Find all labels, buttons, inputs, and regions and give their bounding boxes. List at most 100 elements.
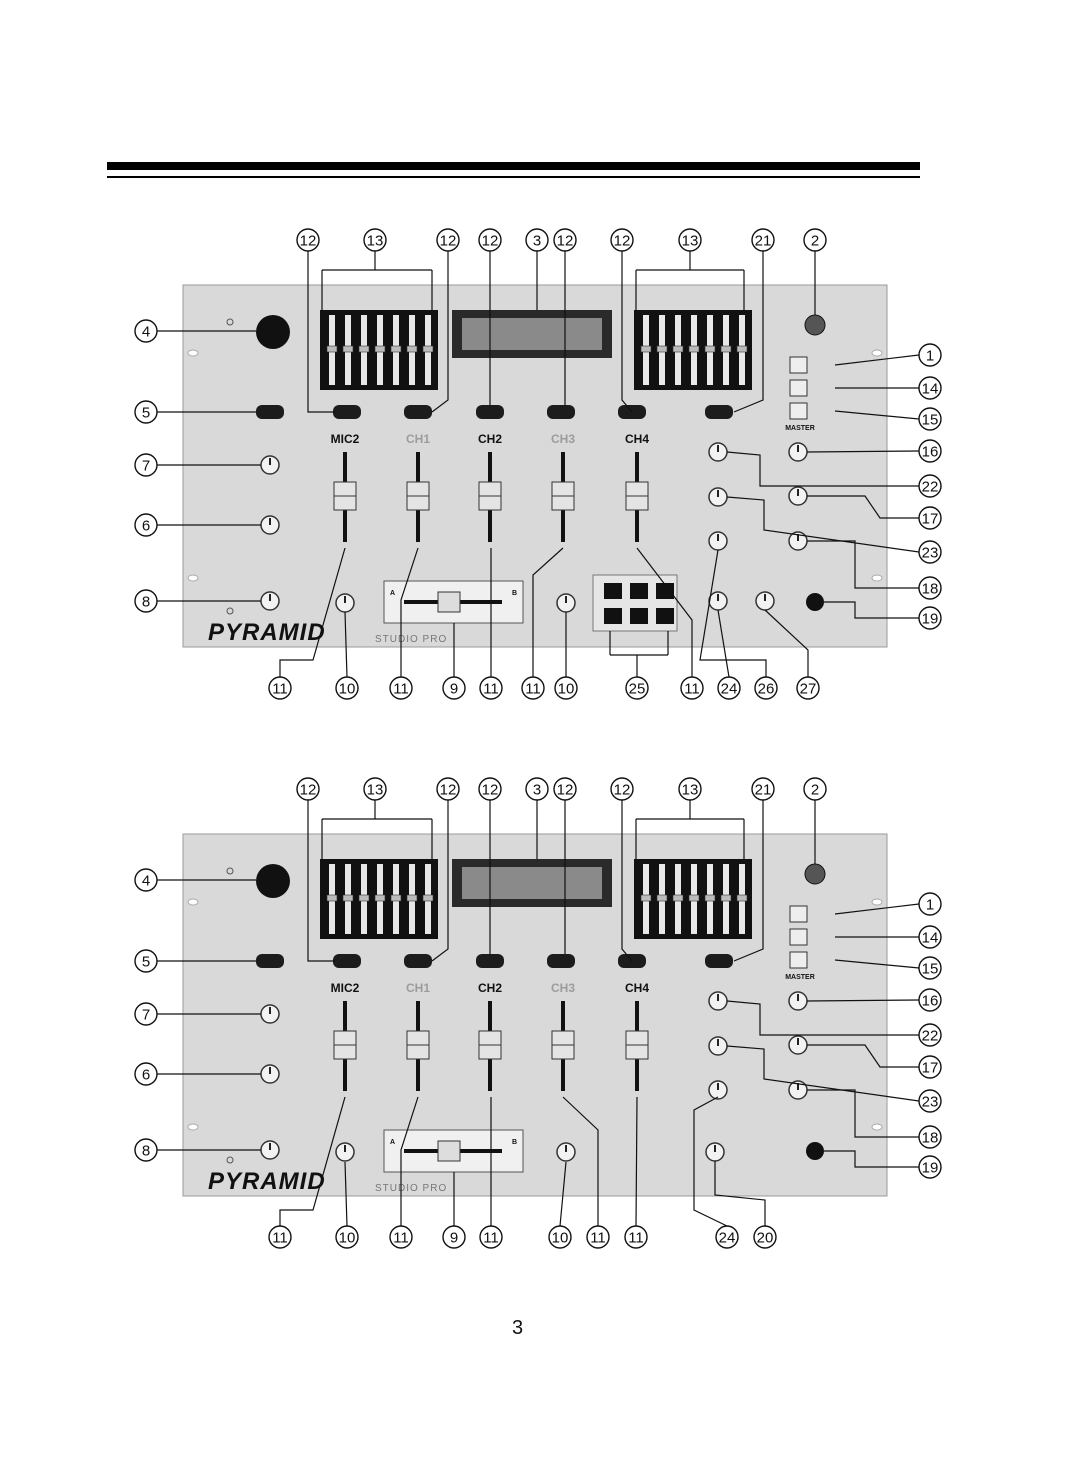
eq-slider: [736, 894, 748, 902]
leader-line: [807, 1089, 919, 1138]
callout-number: 12: [300, 233, 317, 250]
callout-number: 26: [758, 681, 775, 698]
eq-slider: [326, 345, 338, 353]
brand-subtitle: STUDIO PRO: [375, 1183, 447, 1194]
leader-line: [431, 251, 449, 413]
eq-slider: [390, 894, 402, 902]
callout-number: 11: [393, 1230, 409, 1247]
callout-number: 23: [922, 1094, 939, 1111]
screw: [226, 1156, 234, 1164]
leader-line: [806, 999, 920, 1002]
headphone-jack: [804, 314, 826, 336]
eq-slider: [656, 345, 668, 353]
toggle-switch: [705, 954, 733, 968]
callout-number: 10: [339, 1230, 356, 1247]
callout-number: 16: [922, 993, 939, 1010]
callout-number: 21: [755, 782, 772, 799]
leader-line: [636, 547, 693, 677]
callout-number: 11: [483, 1230, 499, 1247]
eq-slider: [358, 894, 370, 902]
eq-slider: [656, 894, 668, 902]
callout-number: 27: [800, 681, 817, 698]
callout-number: 15: [922, 961, 939, 978]
callout-number: 12: [557, 233, 574, 250]
callout-number: 23: [922, 545, 939, 562]
callout-number: 11: [684, 681, 700, 698]
eq-slider: [342, 345, 354, 353]
eq-slider: [390, 345, 402, 353]
eq-slider: [374, 894, 386, 902]
function-button: [789, 379, 808, 397]
eq-slider: [688, 894, 700, 902]
sampler-pad: [604, 608, 622, 624]
eq-slider: [326, 894, 338, 902]
leader-line: [400, 1096, 419, 1226]
callout-number: 4: [142, 324, 150, 341]
callout-number: 12: [440, 782, 457, 799]
callout-number: 5: [142, 405, 150, 422]
callout-number: 9: [450, 1230, 458, 1247]
channel-label-mic2: MIC2: [331, 981, 360, 995]
channel-label-ch4: CH4: [625, 981, 649, 995]
toggle-switch: [256, 405, 284, 419]
channel-label-ch2: CH2: [478, 432, 502, 446]
leader-line: [733, 800, 764, 962]
sampler-pad: [656, 583, 674, 599]
leader-line: [559, 1161, 567, 1227]
function-button: [789, 951, 808, 969]
eq-slider: [640, 345, 652, 353]
callout-number: 13: [682, 782, 699, 799]
channel-label-ch3: CH3: [551, 432, 575, 446]
rack-hole: [187, 574, 199, 582]
channel-label-ch1: CH1: [406, 981, 430, 995]
callout-number: 10: [339, 681, 356, 698]
toggle-switch: [404, 405, 432, 419]
callout-number: 1: [926, 897, 934, 914]
callout-number: 17: [922, 1060, 939, 1077]
function-button: [789, 356, 808, 374]
callout-number: 7: [142, 458, 150, 475]
callout-number: 2: [811, 233, 819, 250]
callout-number: 16: [922, 444, 939, 461]
crossfader-label-b: B: [512, 1139, 517, 1146]
eq-slider: [672, 345, 684, 353]
callout-number: 12: [614, 233, 631, 250]
crossfader-knob: [437, 1140, 461, 1162]
leader-line: [764, 609, 809, 677]
toggle-switch: [333, 405, 361, 419]
screw: [226, 867, 234, 875]
leader-line: [807, 495, 919, 519]
channel-label-ch1: CH1: [406, 432, 430, 446]
channel-label-mic2: MIC2: [331, 432, 360, 446]
eq-slider: [422, 345, 434, 353]
leader-line: [717, 609, 730, 678]
callout-number: 3: [533, 782, 541, 799]
leader-line: [307, 800, 335, 962]
callout-number: 13: [682, 233, 699, 250]
callout-number: 17: [922, 511, 939, 528]
leader-line: [699, 549, 767, 677]
function-button: [789, 905, 808, 923]
callout-number: 10: [552, 1230, 569, 1247]
callout-number: 12: [557, 782, 574, 799]
eq-slider: [406, 345, 418, 353]
leader-line: [834, 903, 920, 915]
leader-line: [834, 354, 920, 366]
screw: [226, 607, 234, 615]
callout-number: 13: [367, 233, 384, 250]
mic-input-jack: [256, 315, 290, 349]
callout-number: 19: [922, 1160, 939, 1177]
eq-slider: [406, 894, 418, 902]
leader-line: [279, 547, 346, 677]
channel-label-ch2: CH2: [478, 981, 502, 995]
leader-line: [431, 800, 449, 962]
rack-hole: [871, 898, 883, 906]
channel-label-ch4: CH4: [625, 432, 649, 446]
leader-line: [834, 410, 920, 420]
rack-hole: [187, 1123, 199, 1131]
eq-slider: [672, 894, 684, 902]
rack-hole: [187, 898, 199, 906]
callout-number: 4: [142, 873, 150, 890]
eq-slider: [358, 345, 370, 353]
